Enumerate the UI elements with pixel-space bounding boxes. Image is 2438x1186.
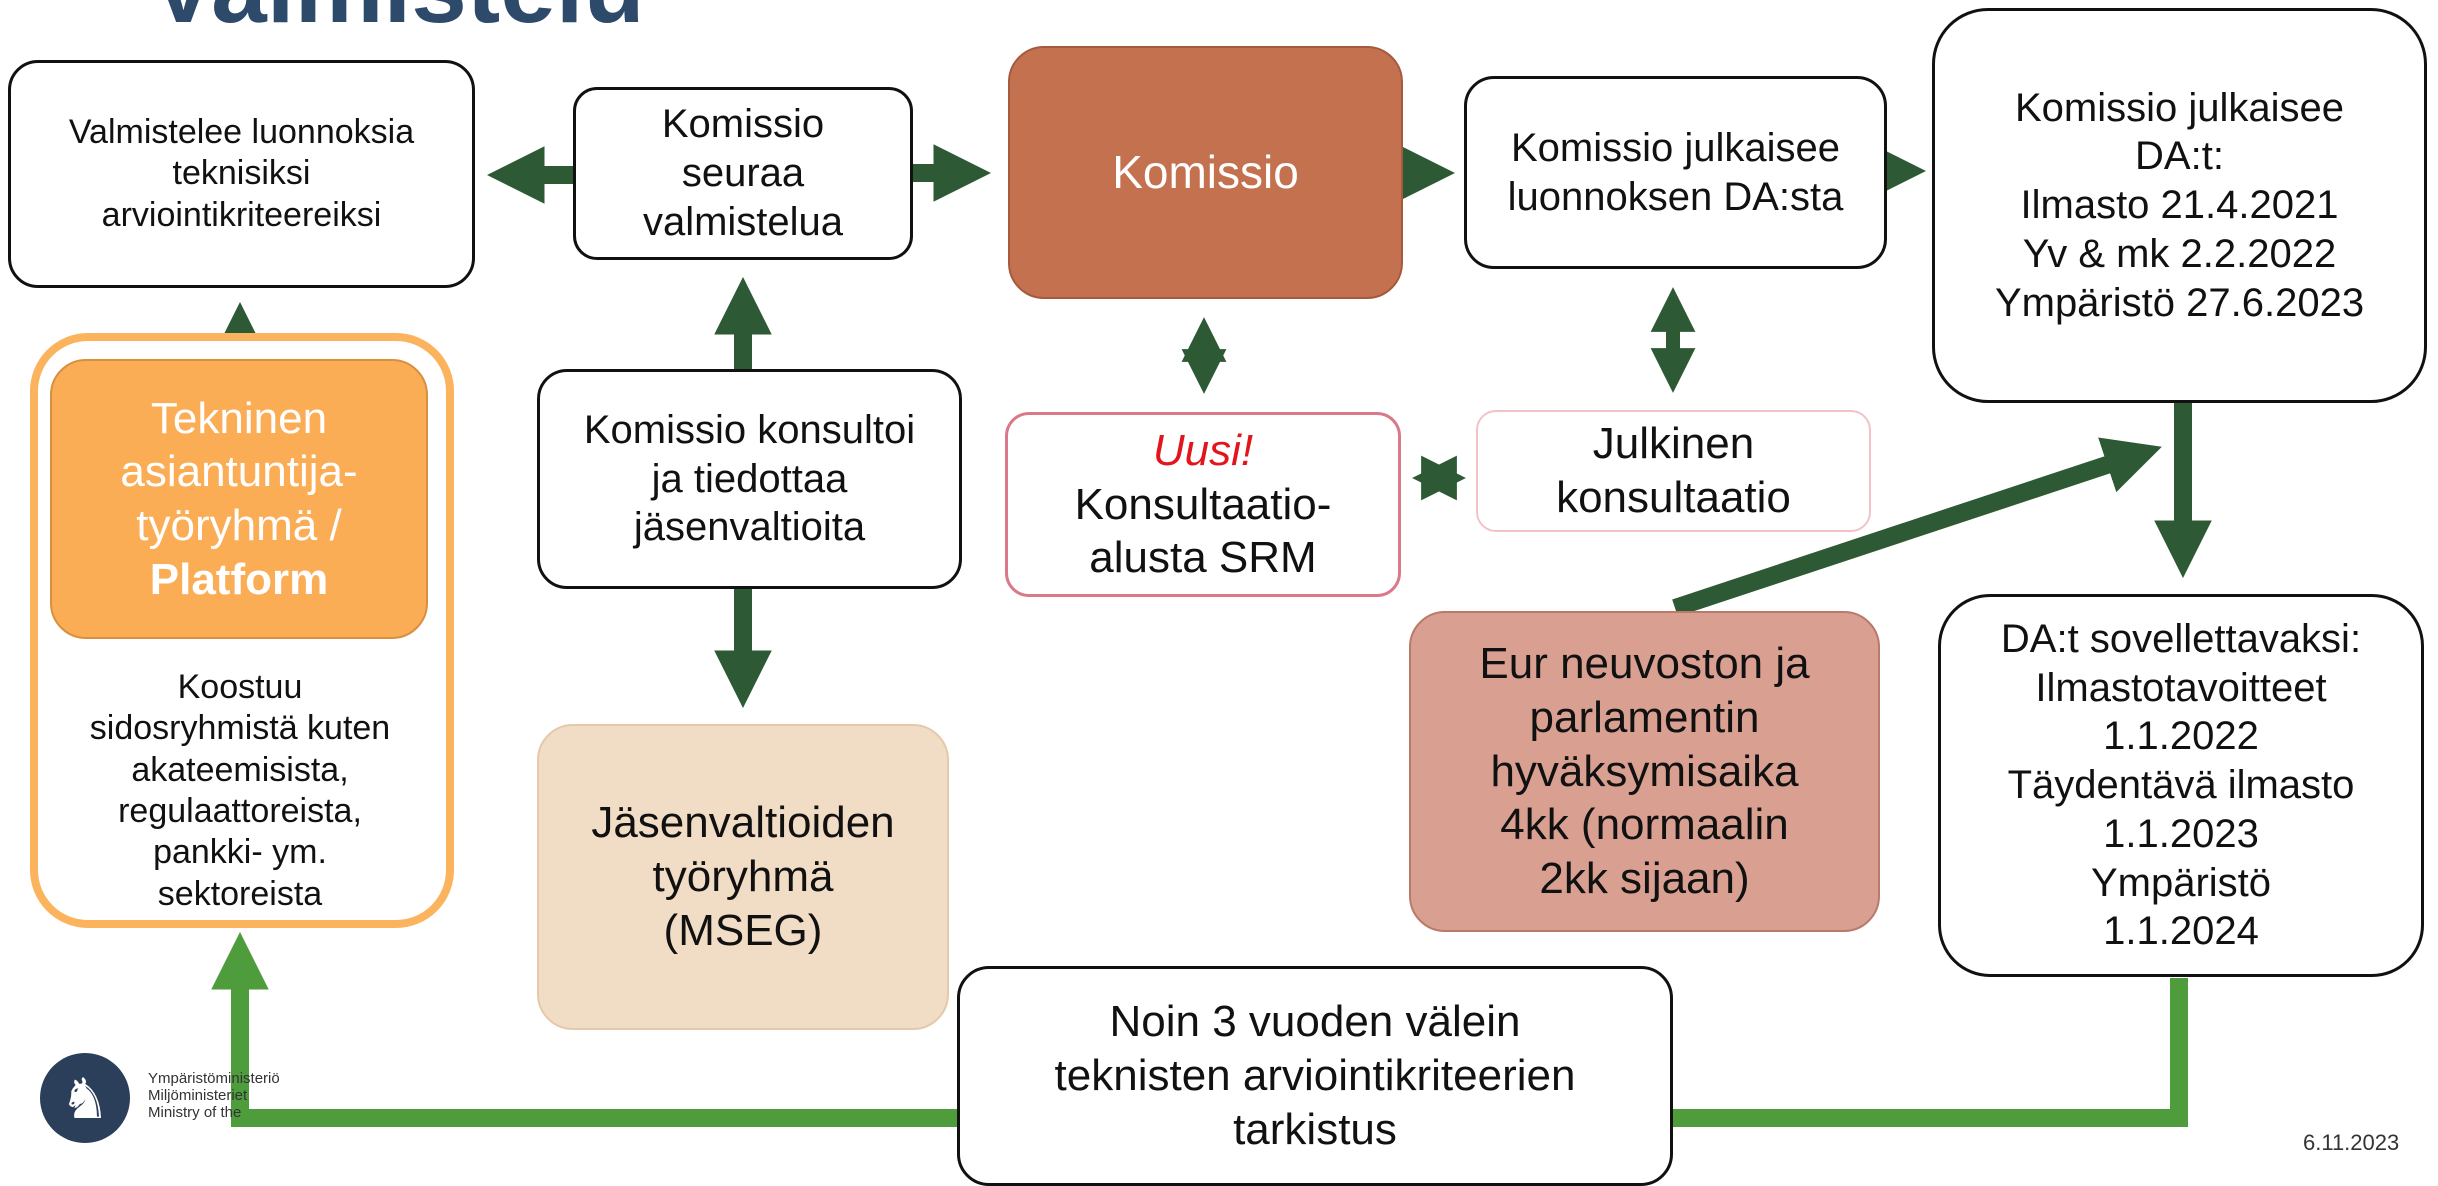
node-julkaisee-line-1: Komissio julkaisee bbox=[1510, 125, 1841, 170]
node-komissio-julkaisee-da: Komissio julkaisee DA:t: Ilmasto 21.4.20… bbox=[1932, 8, 2427, 403]
arrow-eur-to-da bbox=[1672, 437, 2162, 617]
node-valmistelee: Valmistelee luonnoksia teknisiksi arvioi… bbox=[8, 60, 475, 288]
node-tekninen-line-3: työryhmä / bbox=[136, 501, 342, 550]
node-konsultoi-line-2: ja tiedottaa bbox=[651, 456, 848, 501]
review-loop-left-arrow bbox=[211, 931, 957, 1127]
node-da-line-2: DA:t: bbox=[2135, 134, 2224, 179]
node-julkinen-line-2: konsultaatio bbox=[1556, 473, 1791, 522]
node-mseg-line-3: (MSEG) bbox=[663, 905, 823, 955]
node-sovel-line-3: 1.1.2022 bbox=[2103, 714, 2259, 759]
node-komissio: Komissio bbox=[1008, 46, 1403, 299]
node-komissio-konsultoi: Komissio konsultoi ja tiedottaa jäsenval… bbox=[537, 369, 962, 589]
ministry-logo-text: Ympäristöministeriö Miljöministeriet Min… bbox=[148, 1070, 280, 1121]
node-da-line-3: Ilmasto 21.4.2021 bbox=[2020, 183, 2339, 228]
node-noin-line-3: tarkistus bbox=[1233, 1104, 1397, 1154]
node-valmistelee-line-1: Valmistelee luonnoksia bbox=[68, 112, 415, 151]
node-tekninen-asiantuntijatyoryhma: Tekninen asiantuntija- työryhmä / Platfo… bbox=[50, 359, 428, 639]
node-mseg-line-2: työryhmä bbox=[652, 852, 834, 902]
node-julkinen-konsultaatio: Julkinen konsultaatio bbox=[1476, 410, 1871, 532]
node-tekninen-line-1: Tekninen bbox=[150, 393, 328, 443]
page-title: Valmistelu bbox=[150, 0, 645, 38]
node-konsultoi-line-3: jäsenvaltioita bbox=[633, 505, 866, 550]
node-sovel-line-7: 1.1.2024 bbox=[2103, 909, 2259, 954]
node-komissio-julkaisee-luonnoksen: Komissio julkaisee luonnoksen DA:sta bbox=[1464, 76, 1887, 269]
node-seuraa-line-2: seuraa bbox=[681, 151, 805, 196]
node-eur-neuvosto-parlamentti: Eur neuvoston ja parlamentin hyväksymisa… bbox=[1409, 611, 1880, 932]
node-jasenvaltioiden-tyoryhma: Jäsenvaltioiden työryhmä (MSEG) bbox=[537, 724, 949, 1030]
node-koostuu-line-6: sektoreista bbox=[157, 874, 323, 913]
node-valmistelee-line-3: arviointikriteereiksi bbox=[101, 195, 382, 234]
node-tekninen-line-2: asiantuntija- bbox=[120, 447, 358, 497]
node-eur-line-4: 4kk (normaalin bbox=[1500, 800, 1789, 850]
ministry-logo bbox=[40, 1053, 130, 1143]
node-valmistelee-line-2: teknisiksi bbox=[172, 154, 311, 193]
node-uusi-line-2: alusta SRM bbox=[1089, 533, 1317, 583]
node-sovel-line-1: DA:t sovellettavaksi: bbox=[2000, 616, 2362, 661]
node-da-sovellettavaksi: DA:t sovellettavaksi: Ilmastotavoitteet … bbox=[1938, 594, 2424, 977]
node-koostuu-line-4: regulaattoreista, bbox=[118, 792, 362, 830]
slide-date: 6.11.2023 bbox=[2303, 1130, 2400, 1155]
node-eur-line-5: 2kk sijaan) bbox=[1539, 854, 1750, 903]
node-koostuu: Koostuu sidosryhmistä kuten akateemisist… bbox=[50, 655, 430, 927]
node-eur-line-1: Eur neuvoston ja bbox=[1479, 639, 1810, 689]
node-komissio-label: Komissio bbox=[1112, 146, 1299, 199]
node-seuraa-line-3: valmistelua bbox=[642, 199, 844, 244]
new-badge: Uusi! bbox=[1152, 425, 1254, 475]
node-noin-line-2: teknisten arviointikriteerien bbox=[1054, 1051, 1576, 1101]
lion-emblem-icon: ♞ bbox=[59, 1067, 111, 1130]
node-seuraa-line-1: Komissio bbox=[661, 102, 825, 147]
review-loop-right-arrow bbox=[1673, 978, 2188, 1127]
node-da-line-1: Komissio julkaisee bbox=[2014, 85, 2345, 130]
node-konsultoi-line-1: Komissio konsultoi bbox=[583, 407, 916, 452]
node-sovel-line-4: Täydentävä ilmasto bbox=[2007, 763, 2355, 808]
node-tarkistus: Noin 3 vuoden välein teknisten arviointi… bbox=[957, 966, 1673, 1186]
node-da-line-4: Yv & mk 2.2.2022 bbox=[2022, 231, 2337, 276]
node-koostuu-line-1: Koostuu bbox=[177, 667, 303, 706]
node-da-line-5: Ympäristö 27.6.2023 bbox=[1994, 280, 2365, 325]
node-eur-line-2: parlamentin bbox=[1529, 692, 1760, 742]
node-koostuu-line-5: pankki- ym. bbox=[153, 833, 327, 872]
node-eur-line-3: hyväksymisaika bbox=[1490, 746, 1799, 796]
logo-line-1: Ympäristöministeriö bbox=[148, 1070, 280, 1087]
node-julkinen-line-1: Julkinen bbox=[1592, 419, 1755, 469]
node-uusi-line-1: Konsultaatio- bbox=[1074, 479, 1332, 529]
node-komissio-seuraa: Komissio seuraa valmistelua bbox=[573, 87, 913, 260]
node-sovel-line-2: Ilmastotavoitteet bbox=[2035, 665, 2327, 710]
node-konsultaatioalusta-srm: Uusi! Konsultaatio- alusta SRM bbox=[1005, 412, 1401, 597]
node-mseg-line-1: Jäsenvaltioiden bbox=[591, 798, 895, 848]
node-noin-line-1: Noin 3 vuoden välein bbox=[1109, 997, 1521, 1047]
node-koostuu-line-3: akateemisista, bbox=[131, 750, 349, 789]
node-sovel-line-6: Ympäristö bbox=[2090, 860, 2272, 905]
node-sovel-line-5: 1.1.2023 bbox=[2103, 811, 2259, 856]
node-julkaisee-line-2: luonnoksen DA:sta bbox=[1507, 174, 1844, 219]
node-koostuu-line-2: sidosryhmistä kuten bbox=[89, 709, 391, 748]
logo-line-3: Ministry of the bbox=[148, 1104, 242, 1121]
node-tekninen-platform: Platform bbox=[149, 554, 329, 604]
logo-line-2: Miljöministeriet bbox=[148, 1087, 248, 1104]
